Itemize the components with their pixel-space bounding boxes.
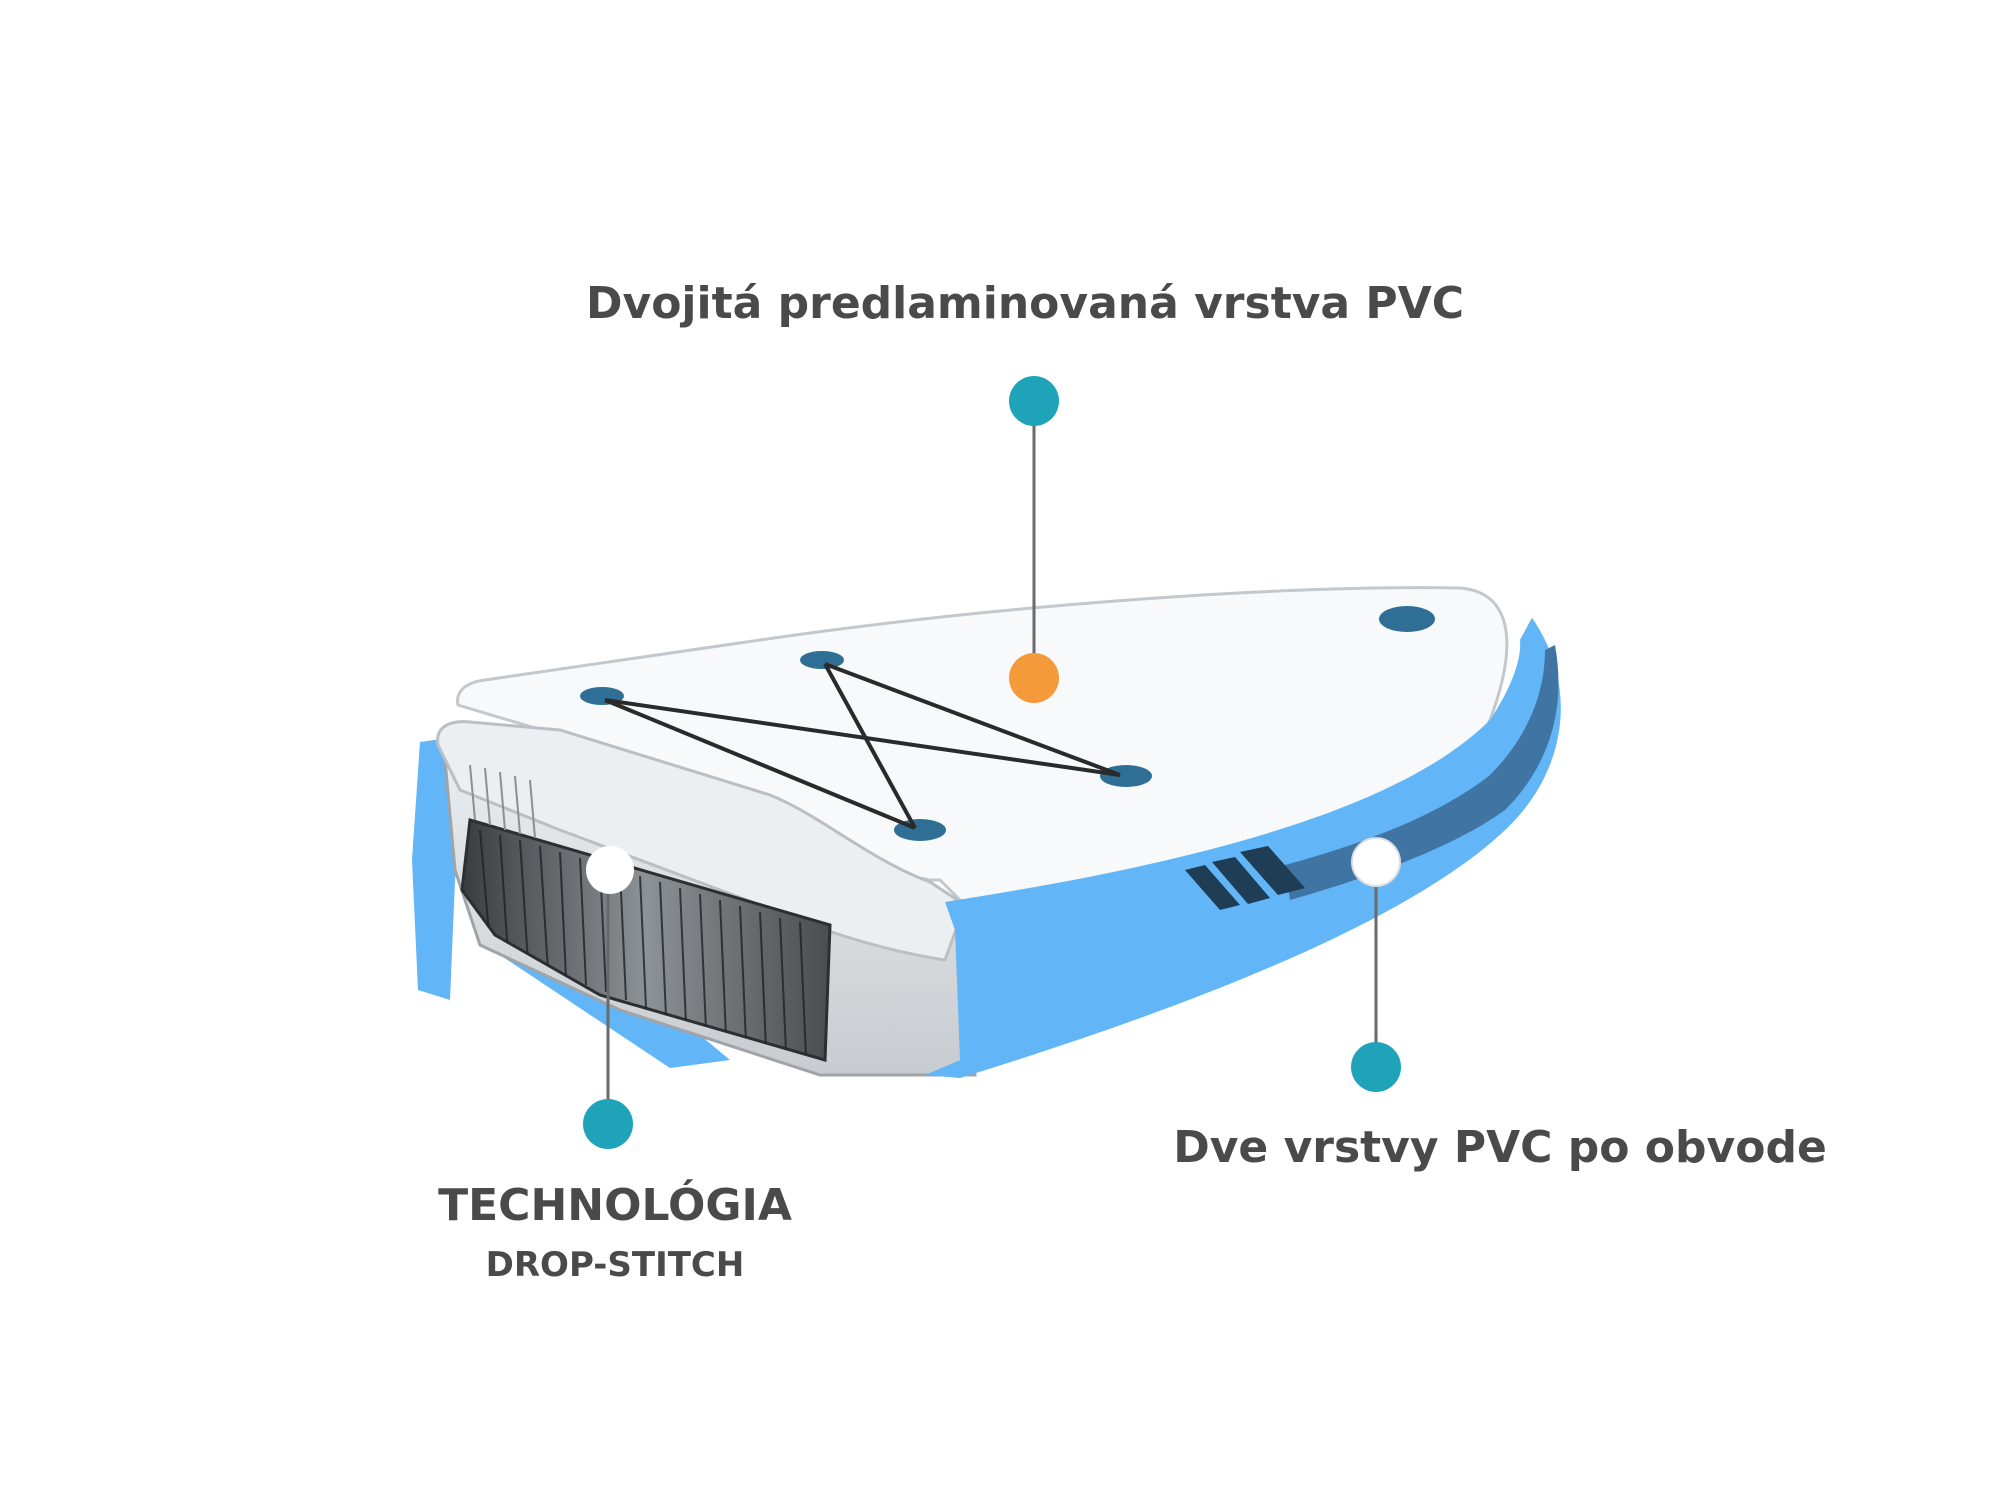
callout-label-left-line2: DROP-STITCH <box>485 1245 745 1285</box>
leader-dot-icon <box>1009 376 1059 426</box>
callout-label-left-line1: TECHNOLÓGIA <box>438 1180 792 1231</box>
drop-stitch-core <box>460 764 832 1062</box>
leader-dot-icon <box>1351 1042 1401 1092</box>
rail-blue-right <box>925 618 1561 1078</box>
deck-bungee <box>580 606 1435 841</box>
callout-label-right: Dve vrstvy PVC po obvode <box>1173 1122 1827 1173</box>
deck-marker-dot-icon <box>1009 653 1059 703</box>
core-marker-dot-icon <box>586 846 634 894</box>
callout-label-top: Dvojitá predlaminovaná vrstva PVC <box>585 278 1465 329</box>
rail-marker-dot-icon <box>1351 837 1401 887</box>
leader-dot-icon <box>583 1099 633 1149</box>
